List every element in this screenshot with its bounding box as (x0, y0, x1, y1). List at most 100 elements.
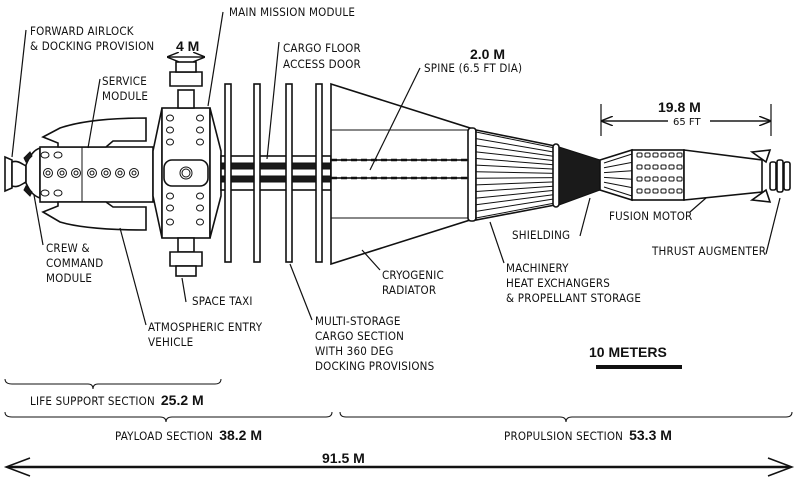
cargo-section (220, 83, 332, 263)
atmospheric-entry-vehicle (41, 117, 147, 231)
motor-port (652, 176, 659, 182)
life-support-brace (4, 378, 222, 390)
motor-port (660, 152, 667, 158)
motor-port (676, 152, 683, 158)
motor-port (636, 152, 643, 158)
total-length-arrow (3, 457, 795, 477)
rib-line (475, 202, 556, 219)
porthole (73, 170, 79, 176)
spine-diameter-value: 2.0 M (470, 46, 505, 62)
motor-port (676, 188, 683, 194)
motor-port (652, 164, 659, 170)
motor-length-ft: 65 FT (673, 117, 701, 128)
motor-port (652, 152, 659, 158)
motor-port (660, 188, 667, 194)
rib-line (475, 181, 556, 186)
rib-line (603, 153, 633, 164)
porthole (57, 168, 67, 178)
motor-port (636, 176, 643, 182)
module-width-value: 4 M (176, 38, 199, 54)
porthole (71, 168, 81, 178)
rib-line (475, 144, 556, 157)
porthole (131, 170, 137, 176)
porthole (115, 168, 125, 178)
rib-line (475, 138, 556, 153)
porthole (87, 168, 97, 178)
payload-brace (4, 411, 333, 423)
rib-line (475, 189, 556, 199)
porthole (40, 151, 50, 159)
porthole (129, 168, 139, 178)
porthole (166, 218, 174, 226)
shielding-label: SHIELDING (512, 228, 570, 242)
forward-airlock (4, 155, 27, 193)
service-module (39, 146, 154, 203)
thrust-augmenter (769, 159, 791, 193)
porthole (166, 126, 174, 134)
porthole (89, 170, 95, 176)
fusion-motor-label: FUSION MOTOR (609, 209, 692, 223)
fusion-motor (599, 148, 772, 203)
motor-length-value: 19.8 M (658, 99, 701, 115)
motor-port (668, 152, 675, 158)
rib-line (603, 170, 633, 174)
propulsion-brace (339, 411, 793, 423)
scale-bar (596, 365, 682, 369)
motor-length-dimension (600, 104, 772, 136)
porthole (196, 218, 204, 226)
motor-port (668, 188, 675, 194)
porthole (103, 170, 109, 176)
motor-port (644, 188, 651, 194)
rib-line (603, 186, 633, 197)
porthole (196, 126, 204, 134)
porthole (40, 189, 50, 197)
porthole (166, 114, 174, 122)
porthole (166, 192, 174, 200)
motor-port (676, 176, 683, 182)
space-taxi-top (169, 61, 203, 109)
porthole (196, 114, 204, 122)
porthole (196, 204, 204, 212)
thrust-augmenter-label: THRUST AUGMENTER (651, 244, 766, 258)
porthole (166, 204, 174, 212)
motor-port (644, 164, 651, 170)
porthole (53, 189, 63, 197)
rib-line (603, 181, 633, 189)
motor-port (676, 164, 683, 170)
space-taxi-label: SPACE TAXI (192, 294, 253, 308)
shielding (558, 146, 601, 206)
rib-line (475, 164, 556, 170)
rib-line (475, 131, 556, 149)
rib-line (475, 198, 556, 212)
porthole (43, 168, 53, 178)
motor-port (644, 152, 651, 158)
porthole (166, 138, 174, 146)
motor-port (668, 176, 675, 182)
porthole (117, 170, 123, 176)
space-taxi (169, 237, 203, 277)
motor-port (652, 188, 659, 194)
porthole (59, 170, 65, 176)
porthole (101, 168, 111, 178)
rib-line (475, 151, 556, 162)
motor-port (660, 164, 667, 170)
machinery-heat-exchangers (467, 127, 560, 222)
scale-bar-label: 10 METERS (589, 344, 667, 360)
porthole (196, 192, 204, 200)
rib-line (475, 171, 556, 174)
main-mission-module (152, 107, 222, 239)
spine-label: SPINE (6.5 FT DIA) (424, 61, 522, 75)
rib-line (475, 194, 556, 206)
motor-port (636, 164, 643, 170)
motor-port (636, 188, 643, 194)
motor-port (668, 164, 675, 170)
